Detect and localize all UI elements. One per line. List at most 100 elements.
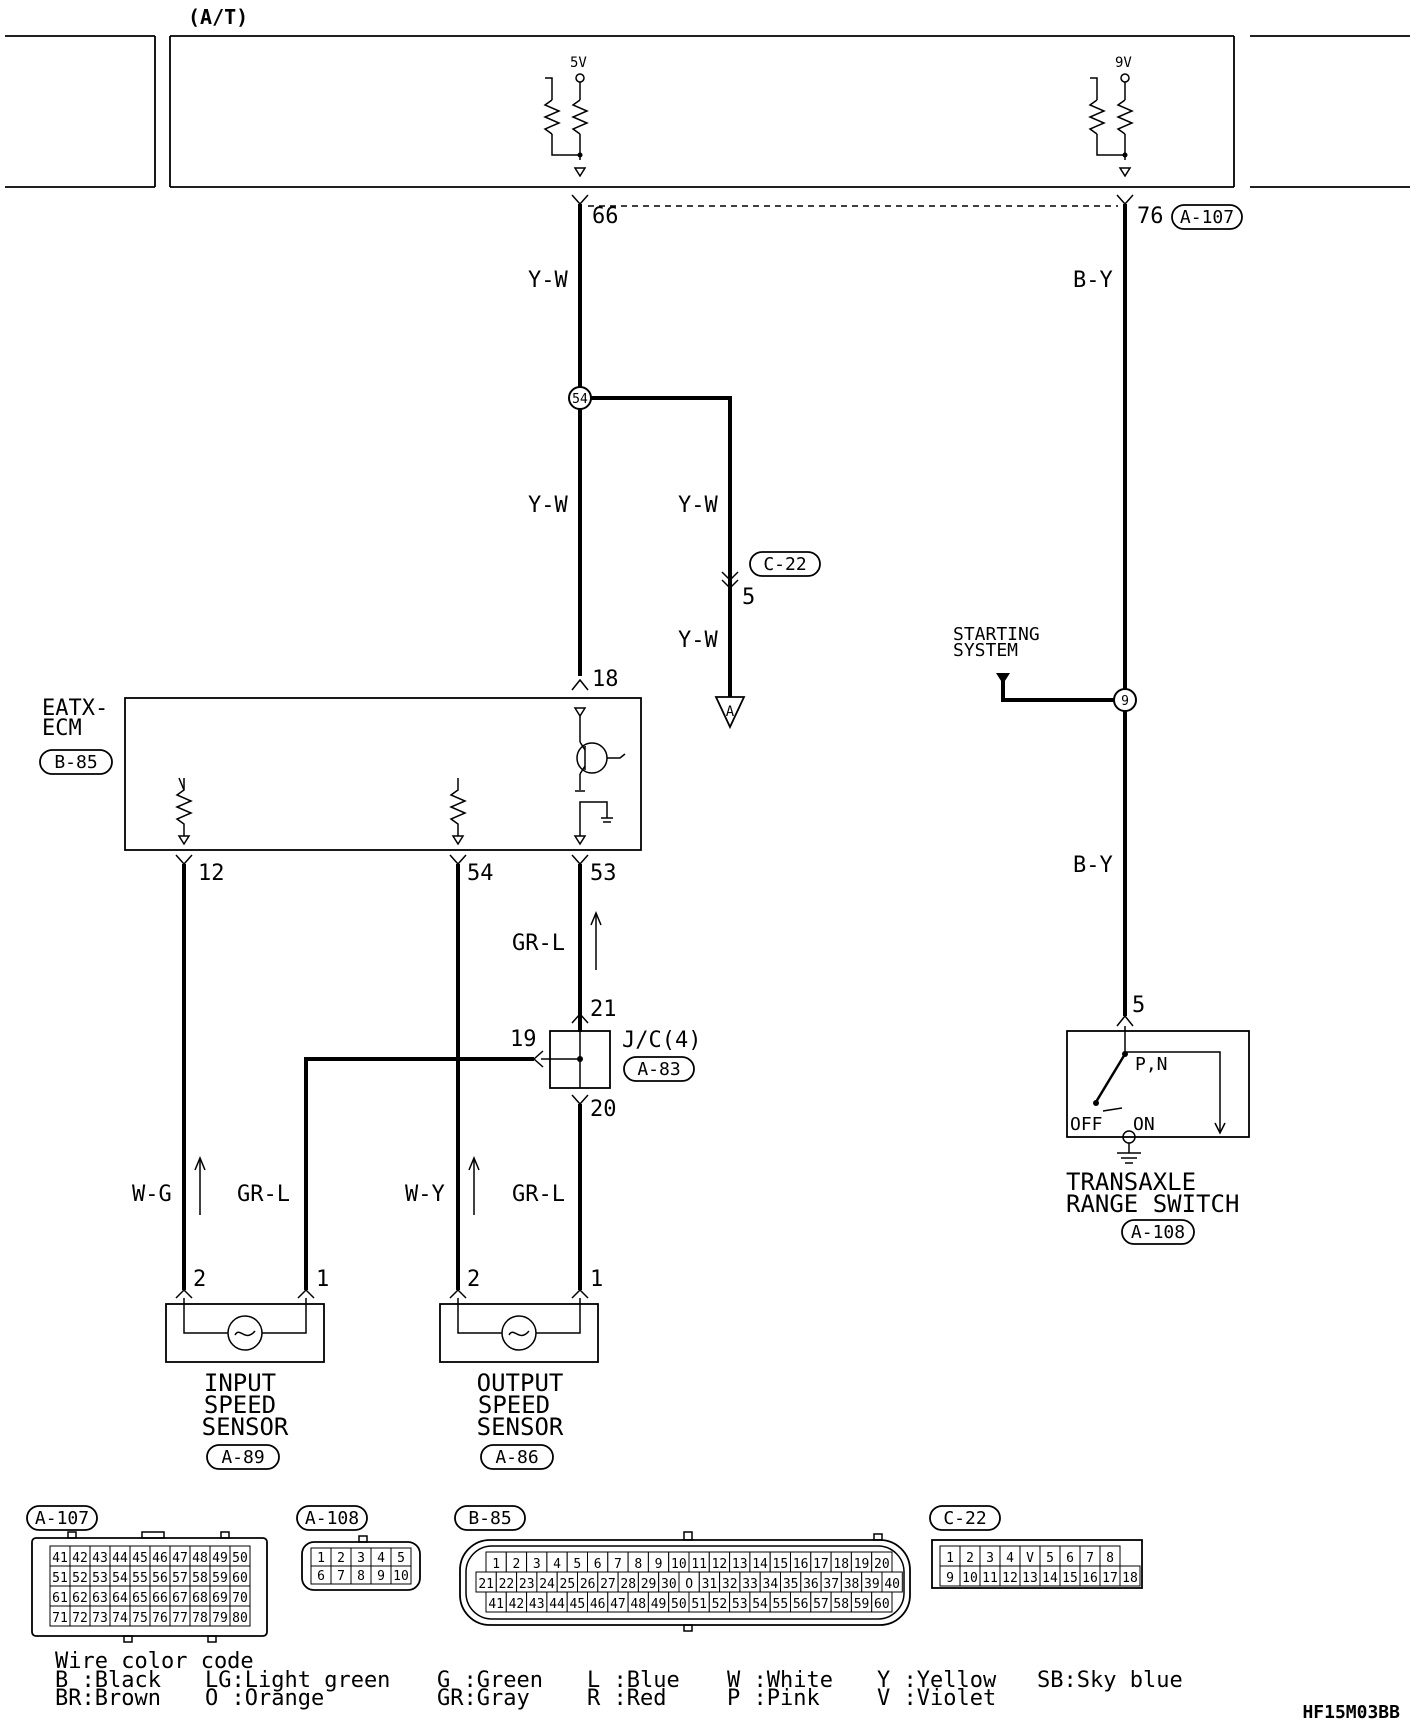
connector-pin-label: 24 — [539, 1577, 555, 1592]
wire-b-y: B-Y STARTING SYSTEM 9 B-Y 5 — [953, 204, 1145, 1027]
connector-pin-label: 25 — [560, 1577, 576, 1592]
wire-grl-label-1: GR-L — [512, 931, 565, 956]
connector-pin-label: 52 — [72, 1571, 88, 1586]
connector-pin-label: 2 — [966, 1551, 974, 1566]
connector-pin-label: 61 — [52, 1591, 68, 1606]
connector-pin-label: 23 — [519, 1577, 535, 1592]
connector-pin-label: 43 — [92, 1551, 108, 1566]
ecm-box — [124, 697, 642, 851]
connector-pin-label: 11 — [982, 1571, 998, 1586]
eatx-ecm: EATX- ECM B-85 — [39, 696, 642, 851]
connector-b85-tag — [39, 749, 113, 775]
connector-a83-label: A-83 — [637, 1059, 680, 1080]
supply-9v-label: 9V — [1115, 55, 1132, 71]
connector-a89-label: A-89 — [221, 1447, 264, 1468]
connector-pin-label: 6 — [594, 1557, 602, 1572]
connector-pin-label: 22 — [499, 1577, 515, 1592]
legend-entry: W :White — [727, 1668, 833, 1693]
connector-pin-label: 13 — [732, 1557, 748, 1572]
connector-pin-label: 65 — [132, 1591, 148, 1606]
connector-pin-cell — [390, 1565, 412, 1585]
connector-a89-tag — [206, 1444, 280, 1470]
sensor-wires: W-G W-Y GR-L 21 19 J/C(4) A-83 20 GR-L G… — [132, 864, 701, 1290]
connector-pin-label: 59 — [854, 1597, 870, 1612]
connector-pin-label: 45 — [570, 1597, 586, 1612]
connector-pin-label: 8 — [357, 1569, 365, 1584]
view-a108-label: A-108 — [305, 1508, 359, 1529]
connector-pin-label: 67 — [172, 1591, 188, 1606]
legend-entry: R :Red — [587, 1686, 666, 1711]
pin-21: 21 — [590, 997, 617, 1022]
legend-entry: BR:Brown — [55, 1686, 161, 1711]
pin-20: 20 — [590, 1097, 617, 1122]
connector-pin-label: 47 — [610, 1597, 626, 1612]
view-a108-tag — [296, 1505, 368, 1531]
connector-pin-label: 49 — [651, 1597, 667, 1612]
connector-pin-label: 41 — [52, 1551, 68, 1566]
legend-entry: SB:Sky blue — [1037, 1668, 1183, 1693]
connector-pin-label: 10 — [393, 1569, 409, 1584]
connector-pin-label: 19 — [854, 1557, 870, 1572]
top-terminals: 66 76 A-107 — [571, 194, 1243, 230]
input-speed-sensor: 2 1 INPUT SPEED SENSOR A-89 — [165, 1267, 329, 1470]
ecm-label-2: ECM — [42, 716, 82, 741]
connector-pin-label: 10 — [962, 1571, 978, 1586]
connector-pin-label: O — [685, 1577, 693, 1592]
iss-pin-1: 1 — [316, 1267, 329, 1292]
connector-pin-label: 55 — [773, 1597, 789, 1612]
doc-code: HF15M03BB — [1302, 1702, 1400, 1723]
splice-54-label: 54 — [572, 392, 588, 407]
connector-pin-label: 21 — [478, 1577, 494, 1592]
ground-ref-a — [714, 696, 746, 730]
supply-5v: 5V — [543, 55, 589, 178]
view-a107-tag — [26, 1505, 98, 1531]
connector-pin-label: 45 — [132, 1551, 148, 1566]
connector-pin-label: 7 — [1086, 1551, 1094, 1566]
view-c22-tag — [929, 1505, 1001, 1531]
view-a107-label: A-107 — [35, 1508, 89, 1529]
connector-pin-label: 62 — [72, 1591, 88, 1606]
connector-pin-label: 11 — [691, 1557, 707, 1572]
legend-entry: GR:Gray — [437, 1686, 530, 1711]
pin-53: 53 — [590, 861, 617, 886]
wire-color-legend: Wire color code B :BlackBR:BrownLG:Light… — [55, 1649, 1183, 1711]
connector-pin-label: 29 — [641, 1577, 657, 1592]
connector-pin-label: 9 — [377, 1569, 385, 1584]
oss-label-2: SPEED — [478, 1391, 550, 1419]
connector-pin-label: 71 — [52, 1611, 68, 1626]
connector-pin-label: 8 — [1106, 1551, 1114, 1566]
switch-on-label: ON — [1133, 1114, 1155, 1135]
wire-by-label-1: B-Y — [1073, 268, 1113, 293]
connector-pin-label: 14 — [752, 1557, 768, 1572]
connector-a107-label: A-107 — [1180, 207, 1234, 228]
transaxle-range-switch: P,N OFF ON TRANSAXLE RANGE SWITCH A-108 — [1066, 1026, 1250, 1245]
connector-pin-label: 5 — [1046, 1551, 1054, 1566]
oss-pin-1: 1 — [590, 1267, 603, 1292]
resistor-5v-b — [571, 99, 589, 135]
ecm-label-1: EATX- — [42, 696, 108, 721]
connector-pin-label: 14 — [1042, 1571, 1058, 1586]
connector-pin-label: 35 — [783, 1577, 799, 1592]
connector-pin-label: 48 — [192, 1551, 208, 1566]
pin-19: 19 — [510, 1027, 537, 1052]
trs-label-1: TRANSAXLE — [1066, 1168, 1196, 1196]
switch-off-label: OFF — [1070, 1114, 1103, 1135]
iss-box — [165, 1303, 325, 1363]
connector-pin-label: 10 — [671, 1557, 687, 1572]
connector-pin-label: 4 — [1006, 1551, 1014, 1566]
connector-pin-label: 58 — [833, 1597, 849, 1612]
ecm-resistor-54 — [449, 778, 467, 836]
connector-pin-label: 49 — [212, 1551, 228, 1566]
starting-arrow-icon — [996, 673, 1010, 684]
connector-pin-label: 64 — [112, 1591, 128, 1606]
connector-pin-label: 57 — [172, 1571, 188, 1586]
switch-pn-label: P,N — [1135, 1054, 1168, 1075]
pin-66: 66 — [592, 204, 619, 229]
oss-label-1: OUTPUT — [477, 1369, 564, 1397]
connector-pin-label: 54 — [752, 1597, 768, 1612]
connector-pin-label: 5 — [573, 1557, 581, 1572]
oss-box — [439, 1303, 599, 1363]
connector-pin-label: 3 — [986, 1551, 994, 1566]
heading: (A/T) — [188, 5, 248, 29]
